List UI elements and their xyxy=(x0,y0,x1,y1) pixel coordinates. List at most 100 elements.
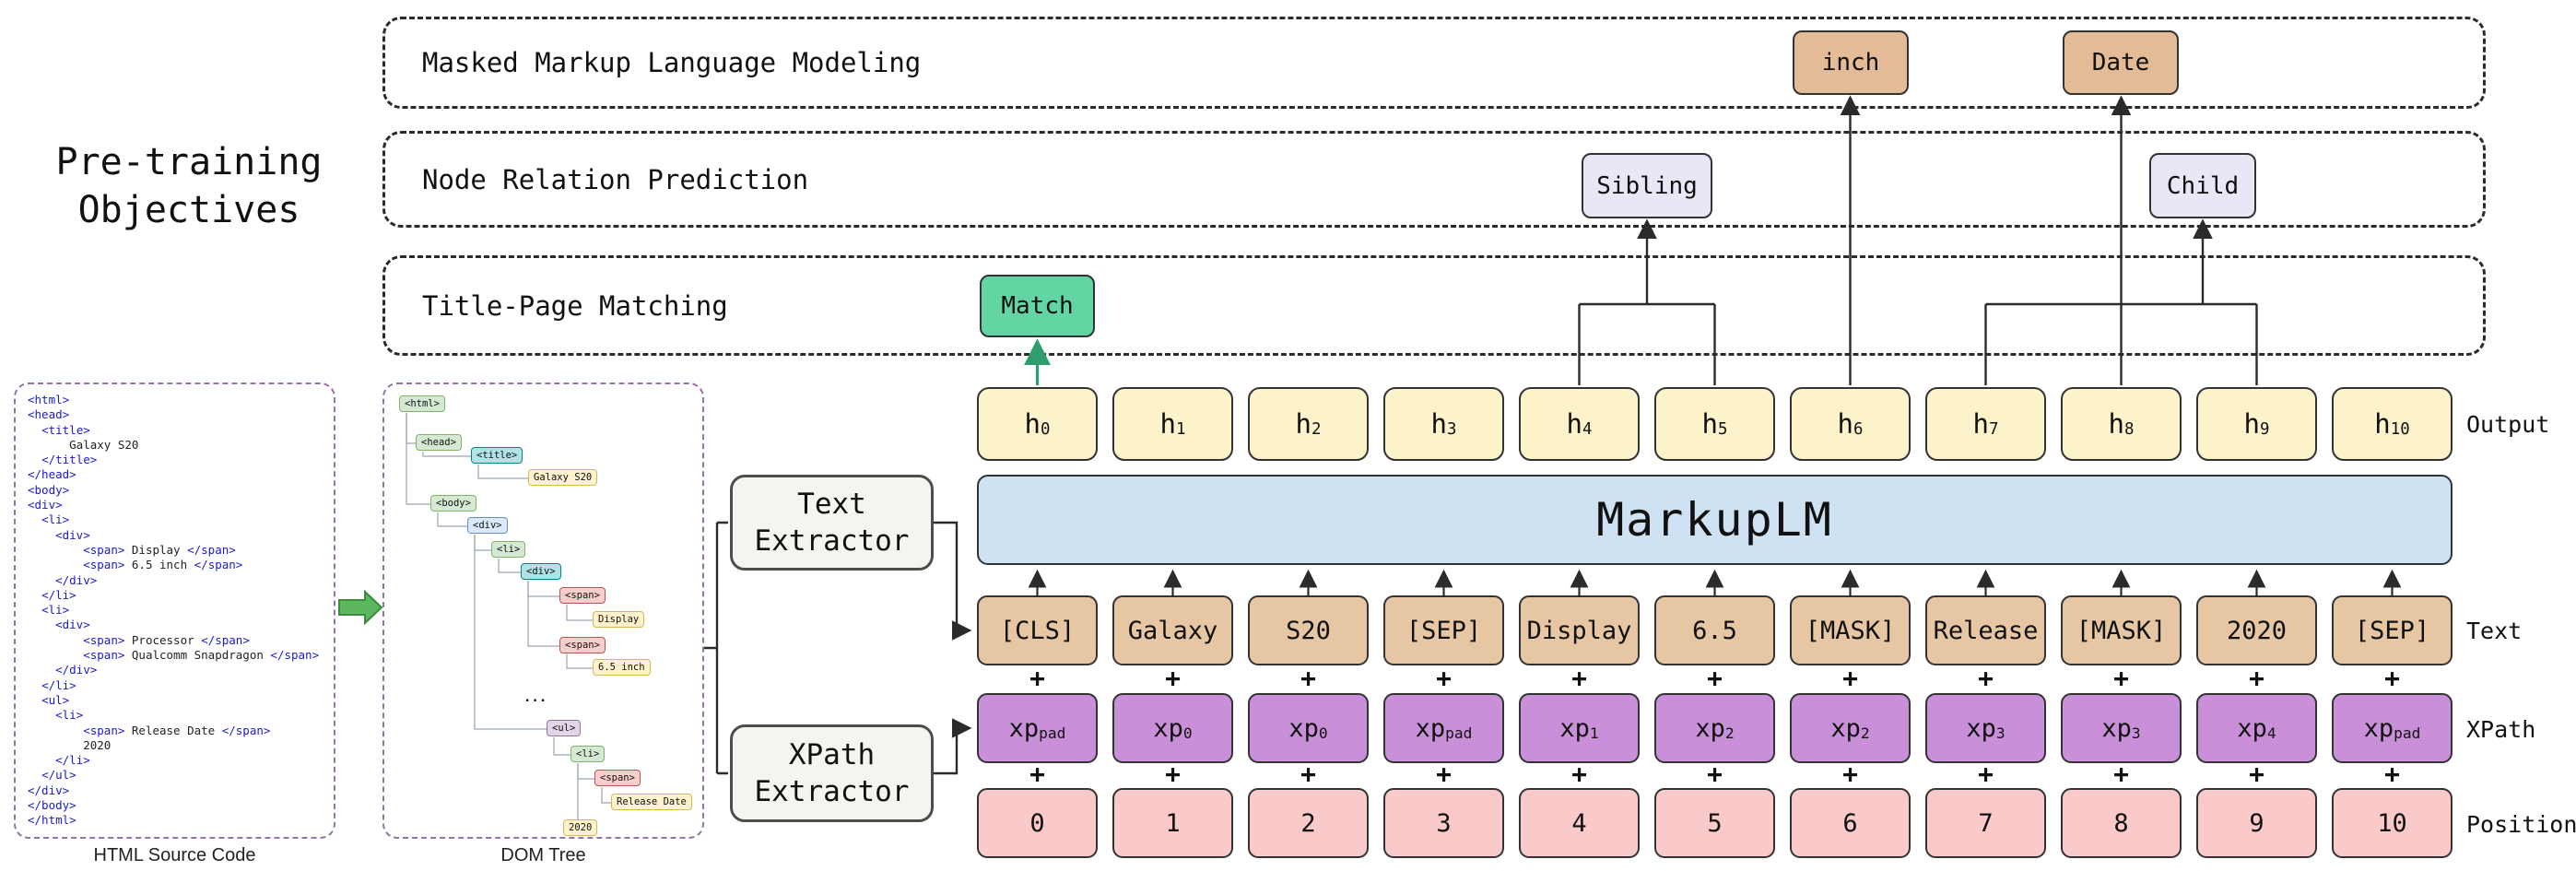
code-line: <span> Display </span> xyxy=(83,542,236,557)
code-line: <li> xyxy=(41,512,70,527)
position-embedding-cell: 3 xyxy=(1383,788,1504,858)
plus-sign: + xyxy=(1165,663,1181,693)
position-embedding-cell: 7 xyxy=(1925,788,2046,858)
text-token-cell: Release xyxy=(1925,595,2046,665)
code-line: <body> xyxy=(28,482,70,497)
dom-tree-node: Release Date xyxy=(611,794,692,810)
match-token: Match xyxy=(980,275,1095,337)
plus-sign: + xyxy=(1029,663,1045,693)
dom-tree-edge xyxy=(474,535,547,730)
text-token-cell: [MASK] xyxy=(1790,595,1911,665)
code-line: </li> xyxy=(41,677,76,692)
text-row-label: Text xyxy=(2466,618,2523,644)
model-name: MarkupLM xyxy=(1596,493,1833,547)
code-line: <span> Release Date </span> xyxy=(83,723,271,737)
text-token-cell: [MASK] xyxy=(2061,595,2182,665)
dom-tree-node: 2020 xyxy=(563,819,598,836)
plus-sign: + xyxy=(2113,663,2129,693)
code-line: </html> xyxy=(28,813,76,828)
plus-sign: + xyxy=(1571,759,1587,789)
plus-sign: + xyxy=(1300,663,1316,693)
dom-tree-node: <div> xyxy=(521,563,561,580)
text-token-cell: [SEP] xyxy=(1383,595,1504,665)
html-panel-caption: HTML Source Code xyxy=(93,845,256,865)
text-extractor-connector xyxy=(934,521,972,641)
position-embedding-cell: 9 xyxy=(2196,788,2317,858)
title-line-1: Pre-training xyxy=(55,141,323,183)
dom-tree-edge xyxy=(553,737,570,756)
code-line: <ul> xyxy=(41,692,70,707)
position-embedding-cell: 6 xyxy=(1790,788,1911,858)
xpath-row-label: XPath xyxy=(2466,716,2536,743)
code-line: <span> Qualcomm Snapdragon </span> xyxy=(83,648,320,663)
dom-tree-node: <span> xyxy=(559,587,606,604)
code-line: </ul> xyxy=(41,768,76,783)
position-embedding-cell: 10 xyxy=(2332,788,2452,858)
code-line: Galaxy S20 xyxy=(28,437,139,452)
relation-token-child: Child xyxy=(2149,153,2256,218)
xpath-extractor-box: XPath Extractor xyxy=(730,724,934,822)
dom-tree-node: ... xyxy=(523,690,547,705)
plus-sign: + xyxy=(1707,759,1723,789)
plus-sign: + xyxy=(1165,759,1181,789)
objective-box-title-page-matching: Title-Page Matching xyxy=(382,255,2486,356)
text-token-cell: Display xyxy=(1519,595,1640,665)
code-line: 2020 xyxy=(28,737,112,752)
dom-tree-node: Galaxy S20 xyxy=(528,469,598,486)
plus-sign: + xyxy=(2249,663,2264,693)
text-token-cell: 6.5 xyxy=(1654,595,1775,665)
plus-sign: + xyxy=(1978,663,1994,693)
xpath-extractor-label-line2: Extractor xyxy=(754,775,910,808)
dom-tree-node: <html> xyxy=(399,395,445,412)
plus-sign: + xyxy=(1571,663,1587,693)
dom-tree-edge xyxy=(437,512,467,527)
position-row-label: Position xyxy=(2466,811,2576,838)
title-line-2: Objectives xyxy=(77,189,300,231)
code-line: </head> xyxy=(28,467,76,482)
pretraining-objectives-title: Pre-training Objectives xyxy=(28,138,350,234)
code-line: <div> xyxy=(28,498,63,512)
code-line: </div> xyxy=(28,783,70,797)
text-extractor-box: Text Extractor xyxy=(730,475,934,571)
position-embedding-cell: 0 xyxy=(977,788,1098,858)
plus-sign: + xyxy=(1842,663,1858,693)
code-line: <html> xyxy=(28,393,70,406)
dom-tree-node: <li> xyxy=(491,541,526,558)
dom-tree-node: <head> xyxy=(416,434,462,451)
code-line: <span> 6.5 inch </span> xyxy=(83,558,243,572)
code-line: <li> xyxy=(41,603,70,618)
code-line: </li> xyxy=(55,753,90,768)
dom-tree-node: <li> xyxy=(570,746,606,762)
code-line: </body> xyxy=(28,798,76,813)
predicted-token-date: Date xyxy=(2063,30,2179,95)
plus-sign: + xyxy=(1842,759,1858,789)
text-token-cell: 2020 xyxy=(2196,595,2317,665)
code-line: <div> xyxy=(55,527,90,542)
dom-tree-node: <div> xyxy=(467,517,508,534)
plus-sign: + xyxy=(1300,759,1316,789)
dom-tree-edge xyxy=(498,559,521,573)
text-token-cell: [SEP] xyxy=(2332,595,2452,665)
code-line: </li> xyxy=(41,587,76,602)
code-line: <head> xyxy=(28,407,70,422)
dom-to-extractors-connector xyxy=(704,521,728,775)
markuplm-encoder-bar: MarkupLM xyxy=(977,475,2452,565)
dom-tree-edge xyxy=(527,581,559,647)
text-token-cell: S20 xyxy=(1248,595,1369,665)
dom-tree-node: <body> xyxy=(430,495,476,512)
position-embedding-cell: 1 xyxy=(1112,788,1233,858)
